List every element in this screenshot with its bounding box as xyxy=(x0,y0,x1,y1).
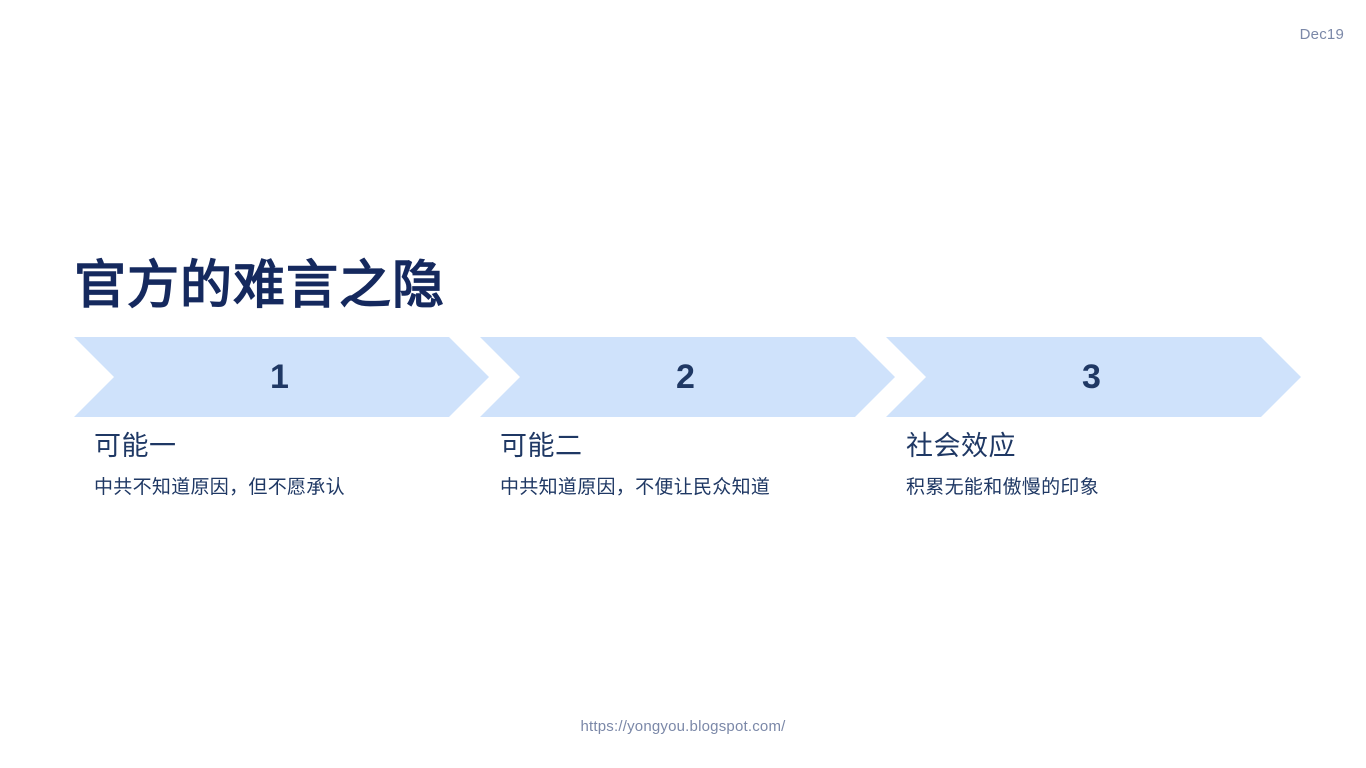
caption-step-2: 可能二 中共知道原因，不便让民众知道 xyxy=(500,430,890,501)
footer-url[interactable]: https://yongyou.blogspot.com/ xyxy=(580,718,786,735)
caption-row: 可能一 中共不知道原因，但不愿承认 可能二 中共知道原因，不便让民众知道 社会效… xyxy=(74,430,1292,550)
page-title: 官方的难言之隐 xyxy=(74,256,446,315)
chevron-step-3-number: 3 xyxy=(1082,358,1101,396)
caption-step-3: 社会效应 积累无能和傲慢的印象 xyxy=(906,430,1296,501)
caption-step-1-description: 中共不知道原因，但不愿承认 xyxy=(94,477,345,499)
caption-step-3-description: 积累无能和傲慢的印象 xyxy=(906,477,1100,499)
caption-step-1: 可能一 中共不知道原因，但不愿承认 xyxy=(94,430,484,501)
caption-step-2-description: 中共知道原因，不便让民众知道 xyxy=(500,477,771,499)
caption-step-2-heading: 可能二 xyxy=(500,431,583,461)
chevron-step-1[interactable]: 1 xyxy=(74,337,489,417)
chevron-step-2[interactable]: 2 xyxy=(480,337,895,417)
chevron-step-3[interactable]: 3 xyxy=(886,337,1301,417)
chevron-process-row: 1 2 3 xyxy=(74,337,1301,417)
caption-step-3-heading: 社会效应 xyxy=(906,431,1016,461)
chevron-step-2-number: 2 xyxy=(676,358,695,396)
chevron-step-1-number: 1 xyxy=(270,358,289,396)
date-stamp: Dec19 xyxy=(1299,26,1344,43)
caption-step-1-heading: 可能一 xyxy=(94,431,177,461)
